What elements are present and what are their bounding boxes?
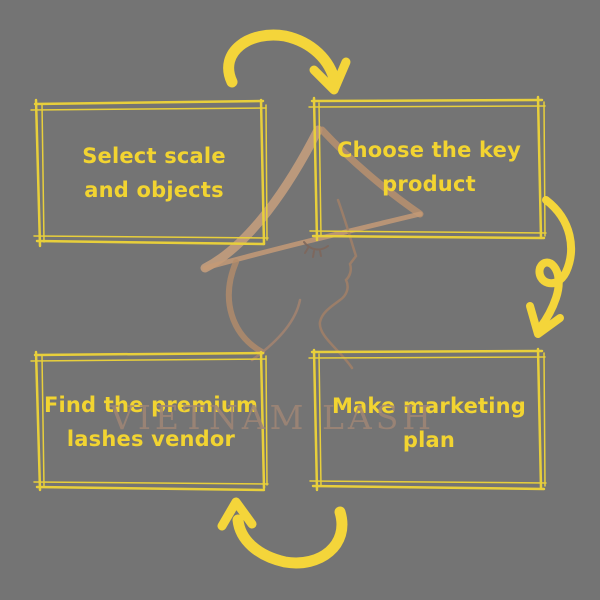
- step-4-line-2: lashes vendor: [66, 427, 236, 451]
- step-box-4: [30, 350, 269, 492]
- step-1-line-1: Select scale: [82, 144, 226, 168]
- face-profile: [318, 198, 358, 370]
- hat-left-edge: [200, 125, 323, 273]
- arrow-step3-to-step4: [217, 497, 348, 569]
- hat-brim: [202, 211, 423, 271]
- step-4-label: Find the premium lashes vendor: [38, 388, 264, 456]
- step-3-line-2: plan: [402, 428, 456, 452]
- eye-lashes: [303, 241, 329, 258]
- step-3-label: Make marketing plan: [318, 389, 540, 457]
- step-2-label: Choose the key product: [318, 133, 540, 201]
- step-box-3: [308, 347, 547, 492]
- hair-back: [225, 259, 265, 355]
- neck-line: [250, 298, 302, 362]
- watermark-text: VIETNAM LASH: [110, 398, 436, 437]
- step-1-line-2: and objects: [84, 178, 224, 202]
- step-2-line-2: product: [382, 172, 476, 196]
- step-4-line-1: Find the premium: [43, 393, 259, 417]
- step-box-1: [30, 98, 269, 248]
- step-3-line-1: Make marketing: [331, 394, 527, 418]
- arrow-step1-to-step2: [223, 29, 351, 95]
- hat-right-edge: [318, 126, 424, 218]
- step-1-label: Select scale and objects: [44, 139, 264, 207]
- arrow-step2-to-step3: [526, 196, 576, 338]
- step-box-2: [308, 95, 547, 242]
- watermark-logo: [200, 125, 424, 370]
- step-2-line-1: Choose the key: [337, 138, 521, 162]
